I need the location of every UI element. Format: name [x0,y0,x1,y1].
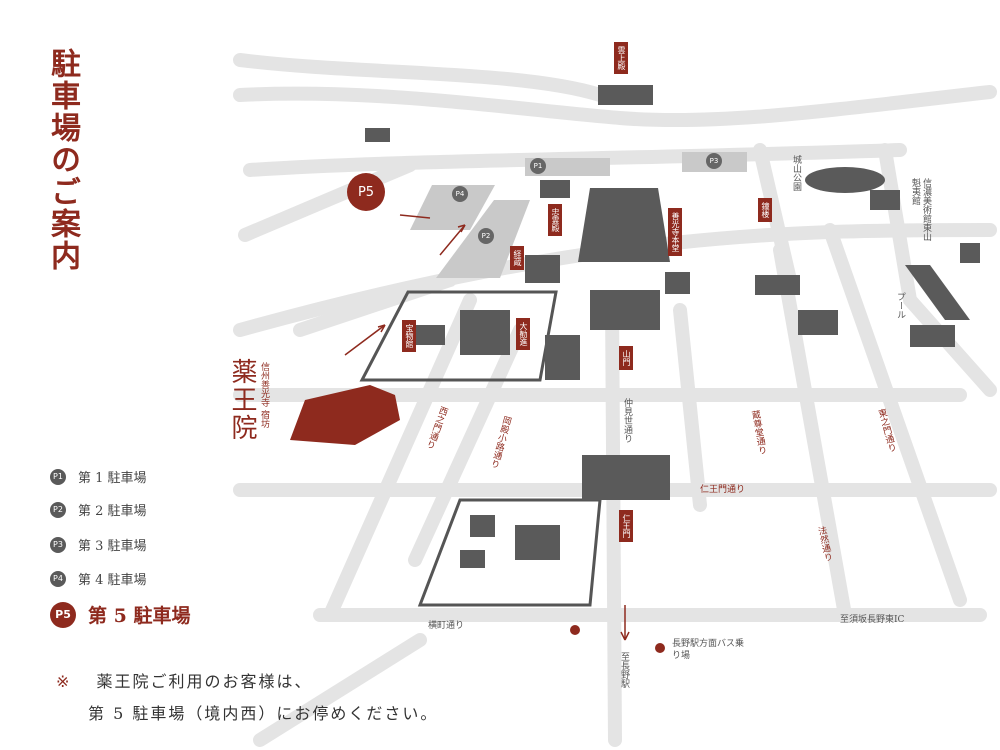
legend-label: 第 5 駐車場 [88,605,191,627]
legend-label: 第 2 駐車場 [78,504,147,519]
legend-label: 第 4 駐車場 [78,573,147,588]
legend-label: 第 3 駐車場 [78,539,147,554]
temple-subtitle: 信州善光寺 宿坊 [259,362,269,428]
note-line-2: 第 5 駐車場（境内西）にお停めください。 [88,704,439,723]
legend-label: 第 1 駐車場 [78,471,147,486]
parking-areas [410,152,747,278]
parking-pin-icon: P5 [50,601,76,628]
map-badge-p5: P5 [347,173,385,211]
homotsukan-building [415,325,445,345]
note-line-1: ※ 薬王院ご利用のお客様は、 [56,668,313,692]
building-ne [960,243,980,263]
buildings [365,85,980,568]
pool-building [905,265,970,320]
place-label-bus: 長野駅方面バス乗り場 [672,639,745,661]
road-label-yokomachi: 横町通り [428,621,465,631]
parking-pin-icon: P1 [50,468,66,485]
label-daikanjin: 大勧進 [516,318,530,350]
note-text-1: 薬王院ご利用のお客様は、 [96,672,313,691]
map-badge-p4: P4 [452,186,468,202]
main-hall [578,188,670,262]
map-badge-p2: P2 [478,228,494,244]
parking-pin-icon: P3 [50,536,66,553]
label-sanmon: 山門 [619,346,633,370]
label-hireiden: 忠霊殿 [548,204,562,236]
parking-lot-p4 [410,185,495,230]
legend-item-p3: P3 第 3 駐車場 [50,535,147,554]
place-label-pool: プール [895,292,905,319]
note-mark: ※ [56,672,72,691]
compound-building-2 [515,525,560,560]
compound-walls [359,290,602,607]
road-label-niomon: 仁王門通り [700,485,746,495]
bus-stop-pins [570,625,665,653]
unjoden-building [598,85,653,105]
label-kyozo: 経蔵 [510,246,524,270]
parking-lot-p1 [525,158,610,176]
small-hall [540,180,570,198]
road-label-nakamise: 仲見世通り [622,398,632,443]
route-arrows [344,214,630,641]
museum-building [870,190,900,210]
yakuoin-temple [290,385,400,445]
map-badge-p3: P3 [706,153,722,169]
building-east [755,275,800,295]
small-building [665,272,690,294]
road-label-ic: 至須坂長野東IC [840,615,905,625]
compound-building-3 [460,550,485,568]
niomon-gate [582,455,670,500]
small-house [365,128,390,142]
place-label-joyama: 城山公園 [791,155,801,191]
building-east-2 [798,310,838,335]
parking-pin-icon: P4 [50,570,66,587]
legend-item-p4: P4 第 4 駐車場 [50,569,147,588]
parking-pin-icon: P2 [50,501,66,518]
compound-building-1 [470,515,495,537]
label-hondo: 善光寺本堂 [668,208,682,256]
road-label-station: 至長野駅 [619,652,629,688]
place-label-museum: 信濃美術館東山魁夷館 [910,178,931,241]
daikanjin-building [460,310,510,355]
label-homotsukan: 宝物館 [402,320,416,352]
side-hall [545,335,580,380]
sanmon-gate [590,290,660,330]
building-far-east [910,325,955,347]
park-mound [805,167,885,193]
legend-item-p5: P5 第 5 駐車場 [50,601,190,628]
label-shoro: 鐘楼 [758,198,772,222]
temple-name: 薬王院 [227,358,257,442]
label-unjoden: 雲上殿 [614,42,628,74]
legend-item-p1: P1 第 1 駐車場 [50,467,147,486]
legend-item-p2: P2 第 2 駐車場 [50,500,147,519]
label-niomon: 仁王門 [619,510,633,542]
map-badge-p1: P1 [530,158,546,174]
kyozo-building [525,255,560,283]
page-title: 駐車場のご案内 [45,48,80,272]
